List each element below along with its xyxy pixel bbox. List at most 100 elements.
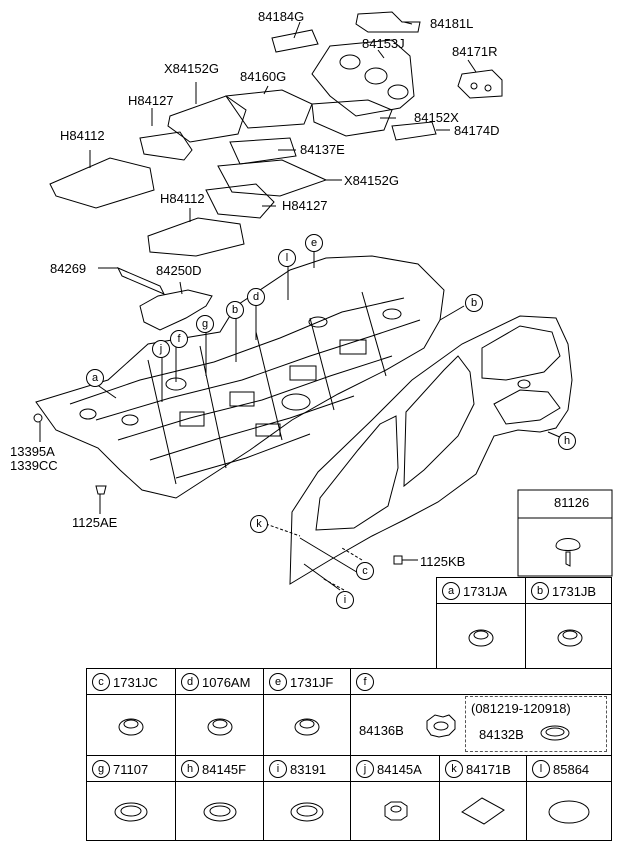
cell-code-j: 84145A	[377, 762, 422, 777]
side-body-panel	[289, 315, 573, 585]
pad-H84112-1	[49, 157, 155, 209]
label-H84127-2: H84127	[282, 198, 328, 213]
pad-84153J	[311, 39, 415, 117]
cell-key-e: e	[269, 673, 287, 691]
plug-icon	[207, 718, 233, 736]
crossbar-84269	[116, 267, 166, 295]
callout-h: h	[558, 432, 576, 450]
pad-84174D	[391, 121, 437, 141]
callout-d: d	[247, 288, 265, 306]
cell-part-84136B: 84136B	[359, 723, 404, 738]
pad-H84127-2	[205, 183, 275, 219]
callout-i: i	[336, 591, 354, 609]
table-cell-f: f 84136B (081219-120918) 84132B	[350, 668, 612, 756]
cell-part-84132B: 84132B	[479, 727, 524, 742]
label-84153J: 84153J	[362, 36, 405, 51]
cell-code-k: 84171B	[466, 762, 511, 777]
plug-icon	[118, 718, 144, 736]
callout-g: g	[196, 315, 214, 333]
grommet-icon	[290, 802, 324, 822]
callout-f: f	[170, 330, 188, 348]
label-X84152G-1: X84152G	[164, 61, 219, 76]
pad-84160G	[225, 89, 313, 129]
label-84250D: 84250D	[156, 263, 202, 278]
oval-pad-icon	[548, 800, 590, 824]
label-84269: 84269	[50, 261, 87, 276]
callout-k: k	[250, 515, 268, 533]
label-1339CC: 1339CC	[10, 458, 58, 473]
label-H84112-2: H84112	[160, 191, 205, 206]
cell-key-g: g	[92, 760, 110, 778]
label-H84112-1: H84112	[60, 128, 105, 143]
label-X84152G-2: X84152G	[344, 173, 399, 188]
nut-icon	[426, 714, 570, 741]
alternate-part-box	[465, 696, 607, 752]
pad-H84127-1	[139, 131, 193, 161]
pad-X84152G-1	[167, 95, 247, 143]
plug-icon	[557, 629, 583, 647]
cell-key-a: a	[442, 582, 460, 600]
pad-84181L	[355, 11, 421, 33]
label-84171R: 84171R	[452, 44, 498, 59]
label-84152X: 84152X	[414, 110, 459, 125]
cell-key-h: h	[181, 760, 199, 778]
cell-code-c: 1731JC	[113, 675, 158, 690]
pad-84184G	[271, 29, 319, 53]
pad-84152X	[311, 99, 393, 137]
label-84137E: 84137E	[300, 142, 345, 157]
cell-code-a: 1731JA	[463, 584, 508, 599]
bracket-84250D	[139, 289, 213, 331]
label-84181L: 84181L	[430, 16, 474, 31]
cell-code-h: 84145F	[202, 762, 247, 777]
cell-code-d: 1076AM	[202, 675, 251, 690]
label-1125AE: 1125AE	[72, 515, 118, 530]
cell-code-g: 71107	[113, 762, 149, 777]
grommet-icon	[114, 802, 148, 822]
cell-date-range: (081219-120918)	[471, 701, 571, 716]
pad-H84112-2	[147, 217, 245, 257]
cell-key-j: j	[356, 760, 374, 778]
label-81126: 81126	[554, 495, 590, 510]
cell-key-f: f	[356, 673, 374, 691]
callout-b-floor: b	[226, 301, 244, 319]
callout-b-right: b	[465, 294, 483, 312]
callout-l: l	[278, 249, 296, 267]
cell-code-i: 83191	[290, 762, 327, 777]
cell-key-l: l	[532, 760, 550, 778]
label-84174D: 84174D	[454, 123, 500, 138]
label-84184G: 84184G	[258, 9, 305, 24]
cell-key-b: b	[531, 582, 549, 600]
pad-84137E	[229, 137, 297, 165]
label-84160G: 84160G	[240, 69, 287, 84]
cell-key-d: d	[181, 673, 199, 691]
plug-icon	[294, 718, 320, 736]
grommet-icon	[203, 802, 237, 822]
callout-c: c	[356, 562, 374, 580]
cell-code-e: 1731JF	[290, 675, 334, 690]
cell-code-b: 1731JB	[552, 584, 597, 599]
callout-e: e	[305, 234, 323, 252]
plug-icon	[468, 629, 494, 647]
label-H84127-1: H84127	[128, 93, 174, 108]
label-1125KB: 1125KB	[420, 554, 466, 569]
cell-code-l: 85864	[553, 762, 590, 777]
clip-nut-icon	[384, 801, 408, 821]
pad-icon	[461, 797, 505, 825]
label-13395A: 13395A	[10, 444, 55, 459]
cell-key-k: k	[445, 760, 463, 778]
pad-84171R	[457, 69, 503, 99]
cell-key-c: c	[92, 673, 110, 691]
cell-key-i: i	[269, 760, 287, 778]
